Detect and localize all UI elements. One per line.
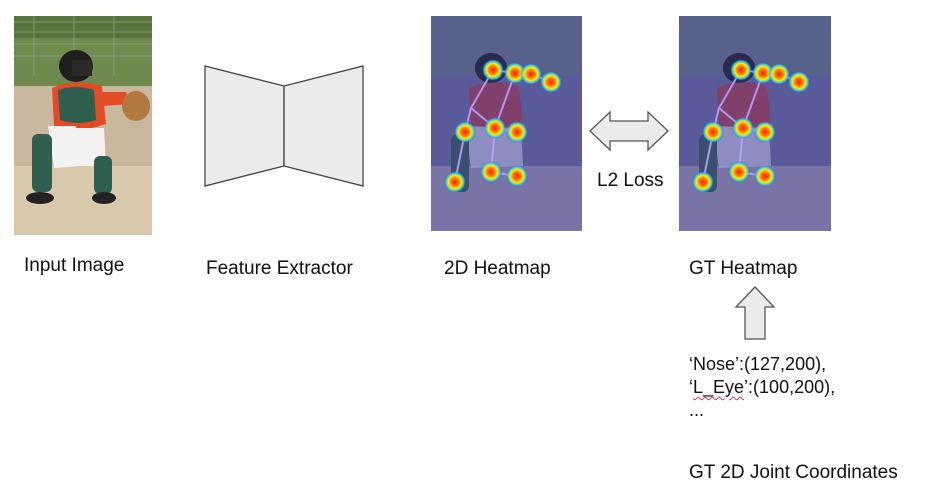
input-image-label: Input Image xyxy=(24,255,125,276)
gt-heatmap-image xyxy=(679,16,831,231)
predicted-heatmap-label: 2D Heatmap xyxy=(444,258,551,279)
coordinate-l-eye: ‘L_Eye’:(100,200), xyxy=(689,377,836,397)
gt-coordinates-label: GT 2D Joint Coordinates xyxy=(689,462,898,483)
l2-loss-double-arrow xyxy=(588,110,670,152)
coordinate-nose: ‘Nose’:(127,200), xyxy=(689,354,827,374)
feature-extractor-block xyxy=(203,64,365,188)
spelling-flagged-word: L_Eye xyxy=(693,377,745,397)
predicted-heatmap-image xyxy=(431,16,582,231)
coordinate-ellipsis: ... xyxy=(689,400,705,420)
input-image xyxy=(14,16,152,235)
joint-coordinates-list: ‘Nose’:(127,200), ‘L_Eye’:(100,200), ... xyxy=(689,353,835,422)
up-arrow xyxy=(734,285,776,341)
gt-heatmap-label: GT Heatmap xyxy=(689,258,798,279)
l2-loss-label: L2 Loss xyxy=(597,170,664,191)
feature-extractor-label: Feature Extractor xyxy=(206,258,353,279)
